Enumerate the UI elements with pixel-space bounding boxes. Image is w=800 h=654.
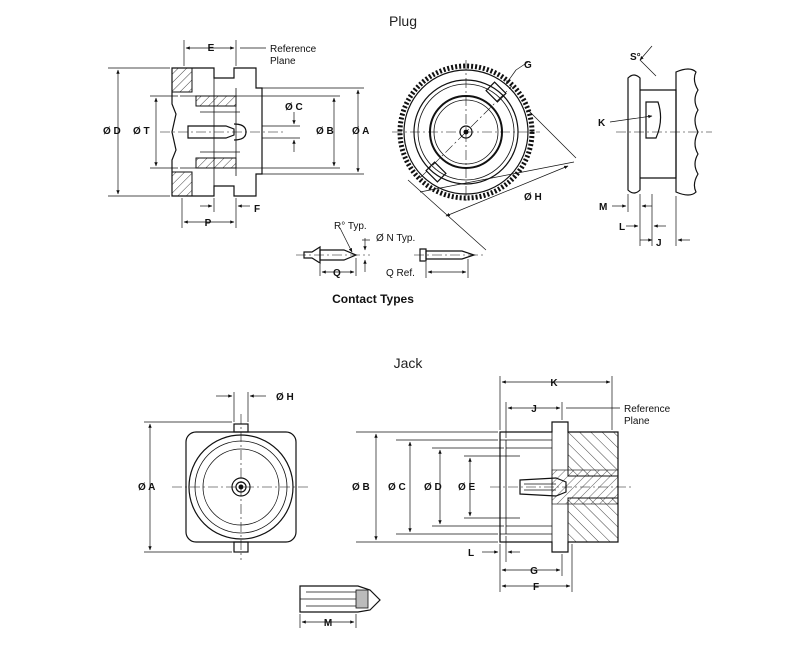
jack-dim-L: L xyxy=(468,548,474,559)
jack-section-view: K J Reference Plane Ø B Ø C Ø D Ø E L xyxy=(352,376,671,593)
plug-dim-L: L xyxy=(619,222,625,233)
plug-section-view: Plug E Reference Plane Ø D xyxy=(103,13,417,229)
jack-dim-E: Ø E xyxy=(458,482,476,493)
jack-dim-D: Ø D xyxy=(424,482,442,493)
contact-types: Q R° Typ. Ø N Typ. Q Ref. Contact Types xyxy=(296,221,484,306)
jack-socket-contact: M xyxy=(299,585,381,629)
plug-dim-C: Ø C xyxy=(285,102,303,113)
plug-dim-B: Ø B xyxy=(316,126,334,137)
plug-dim-M: M xyxy=(599,202,607,213)
contact-Q-ref: Q Ref. xyxy=(386,268,415,279)
jack-front-view: Jack Ø H Ø A xyxy=(138,355,423,560)
plug-reference-label: Reference xyxy=(270,44,317,55)
jack-dim-K: K xyxy=(550,378,558,389)
jack-dim-C: Ø C xyxy=(388,482,406,493)
plug-front-view: G Ø H xyxy=(392,60,577,251)
plug-dim-S: S° xyxy=(630,52,641,63)
jack-plane-label: Plane xyxy=(624,416,650,427)
plug-dim-J: J xyxy=(656,238,662,249)
contact-N-label: Ø N Typ. xyxy=(376,233,415,244)
contact-types-title: Contact Types xyxy=(332,292,414,306)
jack-dim-A: Ø A xyxy=(138,482,155,493)
plug-title: Plug xyxy=(389,13,417,29)
plug-dim-A: Ø A xyxy=(352,126,369,137)
jack-dim-G: G xyxy=(530,566,538,577)
plug-plane-label: Plane xyxy=(270,56,296,67)
plug-dim-F: F xyxy=(254,204,260,215)
jack-dim-B: Ø B xyxy=(352,482,370,493)
plug-dim-P: P xyxy=(205,218,212,229)
plug-dim-K: K xyxy=(598,118,606,129)
plug-profile-view: S° K M L J xyxy=(598,45,712,249)
plug-dim-G: G xyxy=(524,60,532,71)
plug-dim-T: Ø T xyxy=(133,126,150,137)
contact-R-label: R° Typ. xyxy=(334,221,367,232)
contact-dim-Q: Q xyxy=(333,268,341,279)
plug-dim-H: Ø H xyxy=(524,192,542,203)
jack-reference-label: Reference xyxy=(624,404,671,415)
jack-title: Jack xyxy=(394,355,424,371)
jack-dim-H: Ø H xyxy=(276,392,294,403)
jack-dim-M: M xyxy=(324,618,332,629)
plug-dim-E: E xyxy=(208,43,215,54)
jack-dim-F: F xyxy=(533,582,539,593)
plug-dim-D: Ø D xyxy=(103,126,121,137)
jack-dim-J: J xyxy=(531,404,537,415)
